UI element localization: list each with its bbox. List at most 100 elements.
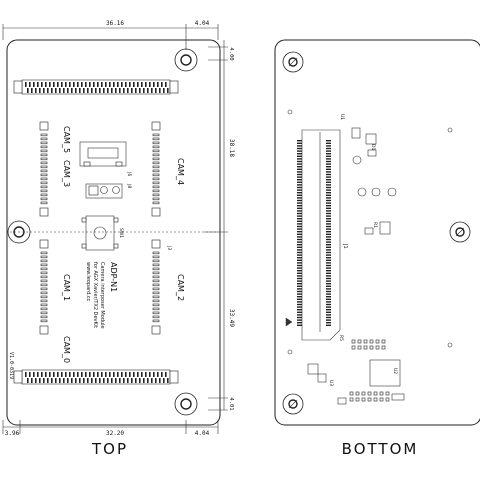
ic-u2 <box>369 359 401 387</box>
pin <box>297 140 302 142</box>
pin <box>297 251 302 254</box>
pin <box>297 236 302 238</box>
pin <box>40 133 48 137</box>
pin <box>297 228 302 230</box>
pin <box>51 378 53 383</box>
pin <box>47 378 49 383</box>
pin <box>59 378 61 383</box>
switch-sw1 <box>81 215 119 251</box>
pin <box>40 255 48 259</box>
pin <box>129 82 131 87</box>
pin <box>152 189 160 193</box>
pin <box>152 287 160 291</box>
pin <box>31 378 33 383</box>
pin <box>143 378 145 383</box>
pin <box>326 184 331 186</box>
pin <box>152 177 160 181</box>
pin <box>40 279 48 283</box>
pin <box>326 277 331 280</box>
pin <box>67 378 69 383</box>
pin <box>152 275 160 279</box>
pin <box>363 339 368 344</box>
pin <box>297 231 302 233</box>
pin <box>326 231 331 233</box>
pin <box>297 272 302 274</box>
pin <box>91 378 93 383</box>
pin <box>167 378 169 383</box>
pin <box>113 82 115 87</box>
label-d1: D1 <box>370 144 376 150</box>
pin <box>141 372 143 377</box>
pin <box>326 270 331 272</box>
pin <box>75 88 77 93</box>
pin <box>113 372 115 377</box>
pin <box>297 303 302 306</box>
pin <box>349 391 354 396</box>
pin <box>49 372 51 377</box>
label-j1: J1 <box>342 243 348 249</box>
pin <box>159 88 161 93</box>
pin <box>152 255 160 259</box>
dim-width-total: 36.16 <box>106 20 124 27</box>
pin <box>141 82 143 87</box>
pin <box>41 372 43 377</box>
pin <box>297 202 302 204</box>
pin <box>57 82 59 87</box>
pin <box>297 280 302 282</box>
pin <box>297 181 302 183</box>
pin <box>40 169 48 173</box>
pin <box>131 378 133 383</box>
pin <box>326 160 331 163</box>
pin <box>39 88 41 93</box>
pin <box>373 391 378 396</box>
pin <box>326 275 331 277</box>
pin <box>326 171 331 173</box>
pin <box>97 372 99 377</box>
pin <box>81 372 83 377</box>
pin <box>326 168 331 170</box>
pin <box>297 270 302 272</box>
pin <box>326 155 331 157</box>
pin <box>51 88 53 93</box>
pin <box>297 311 302 313</box>
label-u2: U2 <box>392 368 398 374</box>
pin <box>95 88 97 93</box>
pin <box>125 82 127 87</box>
pin <box>326 153 331 155</box>
pin <box>152 137 160 141</box>
pin <box>297 285 302 287</box>
pin <box>326 316 331 319</box>
pin <box>326 238 331 241</box>
label-cam4: CAM_4 <box>176 158 185 185</box>
pin <box>326 257 331 259</box>
pin <box>297 283 302 285</box>
dim-hole-pitch: 32.20 <box>106 430 124 437</box>
pin <box>40 157 48 161</box>
pin <box>297 322 302 324</box>
pin <box>326 311 331 313</box>
pin <box>326 296 331 298</box>
pin <box>152 161 160 165</box>
label-board-name: ADP-N1 <box>109 262 118 292</box>
pin <box>355 391 360 396</box>
label-j6: J6 <box>126 171 132 176</box>
pin <box>385 397 390 402</box>
pin <box>105 372 107 377</box>
pin <box>297 220 302 222</box>
pin <box>29 82 31 87</box>
pin <box>152 157 160 161</box>
pin <box>40 141 48 145</box>
pin <box>297 163 302 165</box>
pin <box>297 277 302 280</box>
pin <box>40 165 48 169</box>
pin <box>53 372 55 377</box>
connector-cam5 <box>39 121 49 217</box>
pin <box>326 194 331 196</box>
pin <box>40 185 48 189</box>
pin <box>40 275 48 279</box>
pin <box>152 173 160 177</box>
pin <box>127 88 129 93</box>
top-board-outline <box>6 39 221 426</box>
pin <box>297 199 302 202</box>
pin <box>55 378 57 383</box>
